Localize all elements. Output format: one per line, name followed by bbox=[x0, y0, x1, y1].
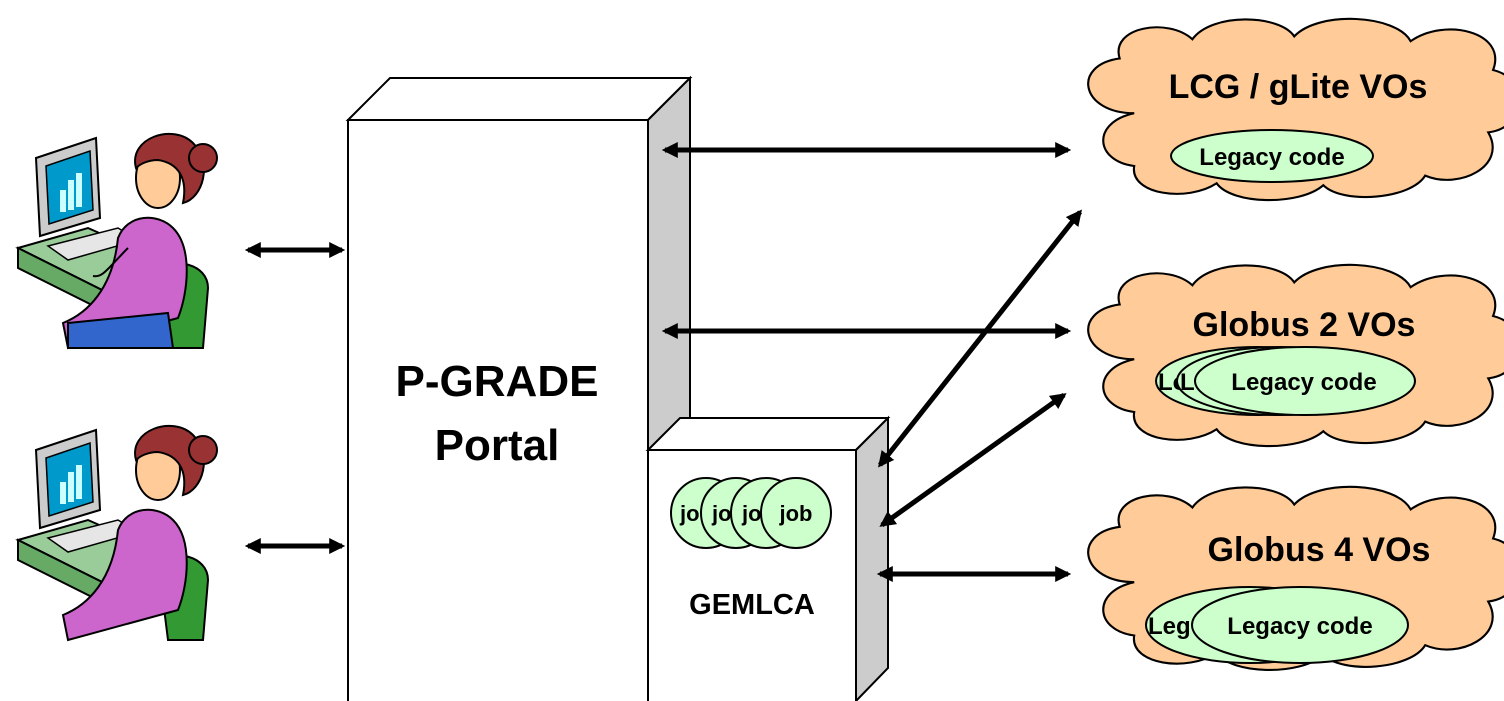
cloud-lcg-glite: LCG / gLite VOs Legacy code bbox=[1087, 17, 1504, 202]
portal-title-line1: P-GRADE bbox=[396, 357, 599, 406]
cloud-title: LCG / gLite VOs bbox=[1169, 68, 1428, 106]
cloud-globus-4: Globus 4 VOs Leg Legacy code bbox=[1087, 485, 1504, 672]
portal-box: P-GRADE Portal bbox=[345, 75, 693, 701]
gemlca-box: jo jo jo job GEMLCA bbox=[645, 415, 891, 701]
cloud-title: Globus 4 VOs bbox=[1208, 531, 1431, 569]
legacy-code-ellipse bbox=[1170, 129, 1374, 183]
job-label: jo bbox=[711, 501, 732, 526]
gemlca-globus2-arrow bbox=[879, 392, 1067, 528]
gemlca-lcg-arrow bbox=[878, 209, 1082, 468]
cloud-title: Globus 2 VOs bbox=[1193, 306, 1416, 344]
portal-title-line2: Portal bbox=[435, 421, 560, 470]
legacy-code-label: Legacy code bbox=[1231, 369, 1376, 396]
job-label: job bbox=[779, 501, 813, 526]
gemlca-label: GEMLCA bbox=[689, 589, 815, 621]
job-label: jo bbox=[741, 501, 762, 526]
job-label: jo bbox=[679, 501, 700, 526]
job-circles: jo jo jo job bbox=[670, 477, 832, 549]
legacy-code-label: Legacy code bbox=[1199, 144, 1344, 171]
user-2-icon bbox=[15, 425, 218, 642]
legacy-code-label: Legacy code bbox=[1227, 613, 1372, 640]
user-1-icon bbox=[15, 133, 218, 350]
legacy-code-label: Leg bbox=[1148, 613, 1191, 640]
job-circle bbox=[760, 477, 832, 549]
cloud-globus-2: Globus 2 VOs Lo Le Legacy code bbox=[1087, 263, 1504, 448]
legacy-code-ellipse bbox=[1194, 346, 1416, 416]
legacy-code-ellipse bbox=[1191, 586, 1409, 664]
